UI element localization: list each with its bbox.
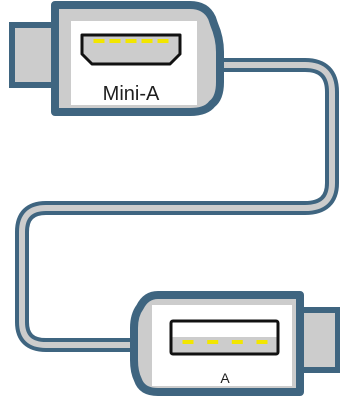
mini-a-pin-3 <box>125 39 137 43</box>
mini-a-pin-1 <box>93 39 105 43</box>
mini-a-socket <box>80 33 182 66</box>
a-pins <box>182 340 268 344</box>
mini-a-pins <box>93 39 169 43</box>
mini-a-label: Mini-A <box>103 83 160 105</box>
mini-a-pin-2 <box>109 39 121 43</box>
mini-a-connector: Mini-A <box>9 1 224 116</box>
a-connector: A <box>130 291 340 396</box>
a-pin-3 <box>231 340 243 344</box>
mini-a-pin-5 <box>157 39 169 43</box>
a-pin-4 <box>256 340 268 344</box>
a-pin-1 <box>182 340 194 344</box>
a-socket-tongue <box>172 337 277 353</box>
a-label: A <box>220 370 230 386</box>
a-pin-2 <box>207 340 219 344</box>
mini-a-pin-4 <box>141 39 153 43</box>
cable-highlight <box>19 62 335 348</box>
